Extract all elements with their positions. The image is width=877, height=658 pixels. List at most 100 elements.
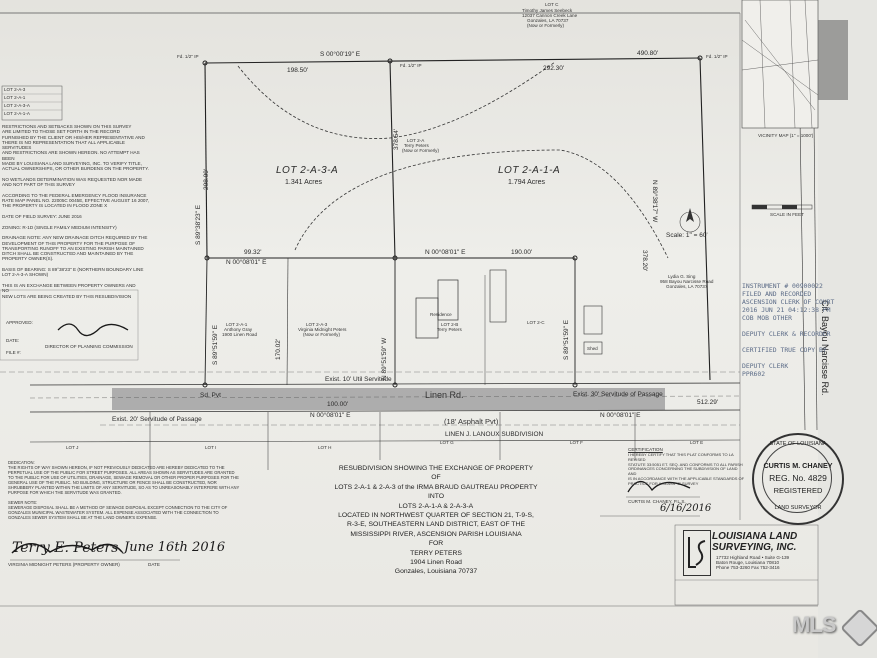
- mid-right-bearing: N 00°08'01" E: [425, 249, 466, 256]
- survey-note-line: DATE OF FIELD SURVEY: JUNE 2016: [2, 214, 82, 220]
- shed-outline: [583, 305, 603, 335]
- commission-label: DIRECTOR OF PLANNING COMMISSION: [45, 344, 133, 349]
- survey-note-line: TRANSPORTING RUNOFF TO AN EXISTING PARIS…: [2, 245, 144, 251]
- dashed-arc-top: [237, 61, 556, 139]
- vicinity-map-dark: [818, 20, 848, 100]
- dedication-line: GONZALES SEWER SYSTEM SHALL BE AT THE LA…: [8, 515, 158, 520]
- lot-c-address-2: Gonzales, LA 70737: [527, 18, 569, 23]
- exchange-note-line: THIS IS AN EXCHANGE BETWEEN PROPERTY OWN…: [2, 283, 136, 294]
- lot-2a3-owner: Virginia Midnight Peters: [298, 327, 347, 332]
- stamp-line: ASCENSION CLERK OF COURT: [742, 298, 835, 306]
- residence-outline-2: [437, 279, 459, 321]
- lot-2a-top-label: LOT 2-A: [407, 138, 425, 143]
- title-line-5: LOTS 2-A-1-A & 2-A-3-A: [398, 502, 474, 510]
- survey-note-line: ARE LIMITED TO THOSE SET FORTH IN THE RE…: [2, 129, 120, 135]
- dedication-notes: DEDICATION:THE RIGHTS OF WAY SHOWN HEREO…: [8, 460, 268, 520]
- north-left-length: 198.50': [287, 67, 309, 74]
- title-line-4: INTO: [427, 493, 445, 501]
- title-line-8: MISSISSIPPI RIVER, ASCENSION PARISH LOUI…: [350, 530, 522, 538]
- lot-2a3a-name: LOT 2-A-3-A: [276, 165, 339, 176]
- north-total-length: 490.80': [637, 50, 659, 57]
- iron-pin-7: [202, 382, 208, 388]
- iron-pin-9: [572, 382, 578, 388]
- seal-registered: REGISTERED: [773, 486, 823, 495]
- lot-2a3-label: LOT 2-A-3: [306, 322, 328, 327]
- lot-c-owner: Timothy James Seebeck: [522, 8, 573, 13]
- iron-pin-5: [392, 255, 398, 261]
- certification-line: ORDINANCES CONCERNING THE SUBDIVISION OF…: [628, 466, 738, 477]
- survey-note-line: ACCORDING TO THE FEDERAL EMERGENCY FLOOD…: [2, 192, 147, 198]
- certification-line: STATUTE 33:5051 ET. SEQ. AND CONFORMS TO…: [628, 461, 743, 467]
- lot-2a-top-owner: Terry Peters: [404, 143, 429, 148]
- lot-2a1-bearing: S 89°51'59" E: [563, 319, 570, 360]
- survey-note-line: BASIS OF BEARING: S 89°38'23" E (NORTHER…: [2, 267, 144, 273]
- lot-2a1a-acres: 1.794 Acres: [508, 179, 545, 186]
- title-line-7: R-3-E, SOUTHEASTERN LAND DISTRICT, EAST …: [346, 521, 525, 529]
- company-name-1: LOUISIANA LAND: [712, 531, 798, 542]
- company-address-1: 17732 Highland Road • Suite G-139: [716, 555, 790, 560]
- title-line-12: Gonzales, Louisiana 70737: [394, 568, 478, 576]
- iron-pin-2: [387, 58, 393, 64]
- survey-note-line: DITCH SHALL BE CONSTRUCTED AND MAINTAINE…: [2, 251, 134, 257]
- lot-2a1-address: 1900 Linen Road: [222, 332, 257, 337]
- bayou-rd-line-1: [799, 119, 806, 431]
- lot-2c-label: LOT 2-C: [527, 320, 545, 325]
- survey-note-line: ZONING: R-1D (SINGLE FAMILY MEDIUM INTEN…: [2, 224, 117, 230]
- owner-signature: Terry E. Peters: [12, 540, 119, 556]
- iron-pin-6: [572, 255, 578, 261]
- dedication-line: DEDICATION:: [8, 460, 35, 465]
- west-length: 208.09': [203, 168, 210, 190]
- lot-2a3-note: (Now or Formerly): [303, 332, 341, 337]
- iron-pin-4: [204, 255, 210, 261]
- owner-signature-date: June 16th 2016: [124, 540, 226, 555]
- dedication-line: PURPOSE FOR WHICH THE SERVITUDE WAS GRAN…: [8, 490, 122, 495]
- passage-servitude: Exist. 30' Servitude of Passage: [573, 391, 663, 398]
- dedication-line: GONZALES MUNICIPAL WASTEWATER SYSTEM. AL…: [8, 510, 219, 515]
- stamp-line: INSTRUMENT # 00900022: [742, 282, 823, 290]
- approval-box: [0, 289, 139, 361]
- lot-e: LOT E: [690, 440, 704, 445]
- lot-f: LOT F: [570, 440, 583, 445]
- company-phone: Phone 753-3260 Fax 752-3416: [716, 565, 780, 570]
- stamp-line: [742, 354, 834, 362]
- bottom-bearing-2: N 00°08'01" E: [600, 412, 641, 419]
- surveyor-signature-stroke: [627, 480, 691, 493]
- lot-c-note: (Now or Formerly): [527, 23, 565, 28]
- lot-c-label: LOT C: [545, 2, 559, 7]
- survey-notes: RESTRICTIONS AND SETBACKS SHOWN ON THIS …: [2, 124, 152, 278]
- iron-pin-3: [697, 55, 703, 61]
- subdivision-name: LINEN J. LANOUX SUBDIVISION: [445, 431, 544, 438]
- lot-j: LOT J: [66, 445, 79, 450]
- bottom-bearing: N 00°08'01" E: [310, 412, 351, 419]
- survey-note-line: FURNISHED BY THE CLIENT OR HIS/HER REPRE…: [2, 134, 145, 140]
- stamp-line: DEPUTY CLERK & RECORDER: [742, 330, 831, 338]
- iron-pin-8: [392, 382, 398, 388]
- dedication-line: TO THE PUBLIC FOR USE OF UTILITIES, DRAI…: [8, 475, 239, 480]
- bottom-total: 512.29': [697, 399, 719, 406]
- north-bearing: S 00°00'19" E: [320, 51, 361, 58]
- dedication-line: THE RIGHTS OF WAY SHOWN HEREON, IF NOT P…: [8, 465, 225, 470]
- dashed-arc-mid: [294, 149, 669, 259]
- mid-left-length: 99.32': [244, 249, 262, 256]
- plat-title: RESUBDIVISION SHOWING THE EXCHANGE OF PR…: [296, 464, 576, 577]
- certification-signer: CURTIS M. CHANEY, P.L.S.: [628, 499, 686, 504]
- iron-pin-1: [202, 60, 208, 66]
- certification-line: I HEREBY CERTIFY THAT THIS PLAT CONFORMS…: [628, 452, 734, 462]
- title-block: [674, 524, 819, 606]
- survey-note-line: ACTUAL OWNERSHIPS, OR OTHER BURDENS ON T…: [2, 166, 149, 172]
- survey-note-line: RATE MAP PANEL NO. 22005C 0045E, EFFECTI…: [2, 198, 150, 204]
- stamp-line: FILED AND RECORDED: [742, 290, 812, 298]
- lot-2a1-west-bearing: S 89°51'59" E: [212, 324, 219, 365]
- legend-box: [1, 85, 63, 121]
- title-line-9: FOR: [428, 540, 444, 548]
- lot-2a-top-note: (Now or Formerly): [402, 148, 440, 153]
- mobile-home-outline: [489, 269, 507, 323]
- date-label: DATE:: [6, 338, 20, 343]
- lot-2a1-length: 170.02': [275, 338, 282, 360]
- mid-right-length: 190.00': [511, 249, 533, 256]
- east-boundary: [699, 57, 711, 381]
- road-name: Linen Rd.: [425, 390, 464, 400]
- title-line-1: RESUBDIVISION SHOWING THE EXCHANGE OF PR…: [338, 465, 534, 472]
